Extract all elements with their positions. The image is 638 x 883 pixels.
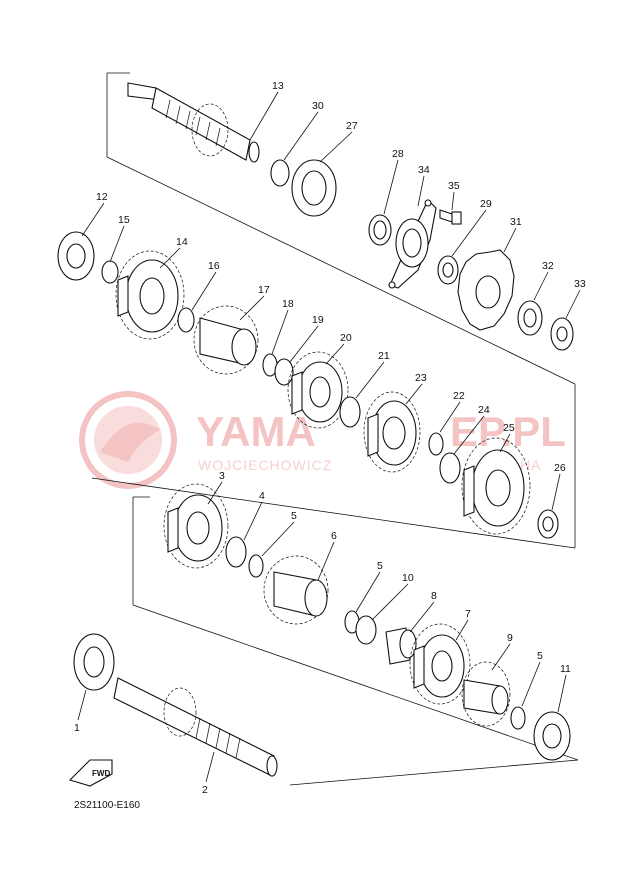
callout-21: 21 (378, 350, 390, 362)
plate-34 (388, 199, 437, 289)
callout-4: 4 (259, 490, 265, 502)
callout-17: 17 (258, 284, 270, 296)
callout-15: 15 (118, 214, 130, 226)
watermark-main-left: YAMA (196, 408, 316, 455)
upper-frame-lines (91, 72, 576, 549)
washer-19 (274, 358, 294, 386)
collar-26 (537, 509, 559, 539)
gear-20 (287, 351, 349, 429)
gear-23 (363, 391, 421, 473)
washer-4 (225, 536, 247, 568)
callout-11: 11 (560, 663, 571, 675)
callout-10: 10 (402, 572, 414, 584)
sprocket-31 (457, 249, 515, 331)
callout-numbers: 1 2 3 4 5 5 5 6 7 8 9 10 11 12 13 14 15 … (74, 80, 586, 796)
circlip-5c (510, 706, 526, 730)
callout-5a: 5 (291, 510, 297, 522)
fwd-label: FWD (92, 769, 110, 778)
callout-28: 28 (392, 148, 404, 160)
callout-30: 30 (312, 100, 324, 112)
callout-23: 23 (415, 372, 427, 384)
gear-9 (461, 661, 511, 727)
callout-35: 35 (448, 180, 460, 192)
watermark-sub-left: WOJCIECHOWICZ (198, 457, 332, 473)
collar-15 (101, 260, 119, 284)
callout-13: 13 (272, 80, 284, 92)
gear-6 (263, 555, 329, 625)
fwd-arrow: FWD (68, 759, 113, 787)
gear-7 (409, 623, 471, 705)
callout-19: 19 (312, 314, 324, 326)
callout-32: 32 (542, 260, 554, 272)
callout-7: 7 (465, 608, 471, 620)
callout-12: 12 (96, 191, 108, 203)
gear-17 (193, 305, 259, 375)
callout-34: 34 (418, 164, 430, 176)
bearing-8 (385, 627, 417, 665)
callout-22: 22 (453, 390, 465, 402)
gear-14 (115, 250, 185, 340)
watermark: YAMA EP.PL WOJCIECHOWICZ HA (79, 391, 566, 489)
callout-2: 2 (202, 784, 208, 796)
bearing-12 (57, 231, 95, 281)
bolt-35 (439, 209, 462, 225)
drive-shaft (113, 677, 278, 777)
nut-33 (550, 317, 574, 351)
callout-31: 31 (510, 216, 522, 228)
circlip-22 (428, 432, 444, 456)
callout-33: 33 (574, 278, 586, 290)
callout-25: 25 (503, 422, 515, 434)
washer-16 (177, 307, 195, 333)
callout-3: 3 (219, 470, 225, 482)
callout-5b: 5 (377, 560, 383, 572)
callout-27: 27 (346, 120, 358, 132)
washer-21 (339, 396, 361, 428)
gear-3 (163, 483, 229, 569)
callout-1: 1 (74, 722, 80, 734)
watermark-sub-right: HA (520, 457, 541, 473)
nut-29 (437, 255, 459, 285)
gear-25 (461, 437, 531, 535)
lower-frame-lines (132, 496, 579, 786)
bearing-11 (533, 711, 571, 761)
callout-26: 26 (554, 462, 566, 474)
callout-20: 20 (340, 332, 352, 344)
callout-9: 9 (507, 632, 513, 644)
callout-8: 8 (431, 590, 437, 602)
o-ring (270, 159, 290, 187)
callout-5c: 5 (537, 650, 543, 662)
washer-32 (517, 300, 543, 336)
callout-24: 24 (478, 404, 490, 416)
bearing-27 (291, 159, 337, 217)
callout-14: 14 (176, 236, 188, 248)
callout-18: 18 (282, 298, 294, 310)
callout-29: 29 (480, 198, 492, 210)
leader-lines (77, 91, 581, 783)
callout-6: 6 (331, 530, 337, 542)
collar-28 (368, 214, 392, 246)
washer-24 (439, 452, 461, 484)
bearing-1 (73, 633, 115, 691)
circlip-5a (248, 554, 264, 578)
diagram-code: 2S21100-E160 (74, 800, 140, 811)
main-shaft (127, 82, 260, 163)
watermark-main-right: EP.PL (450, 408, 566, 455)
callout-16: 16 (208, 260, 220, 272)
washer-10 (355, 615, 377, 645)
